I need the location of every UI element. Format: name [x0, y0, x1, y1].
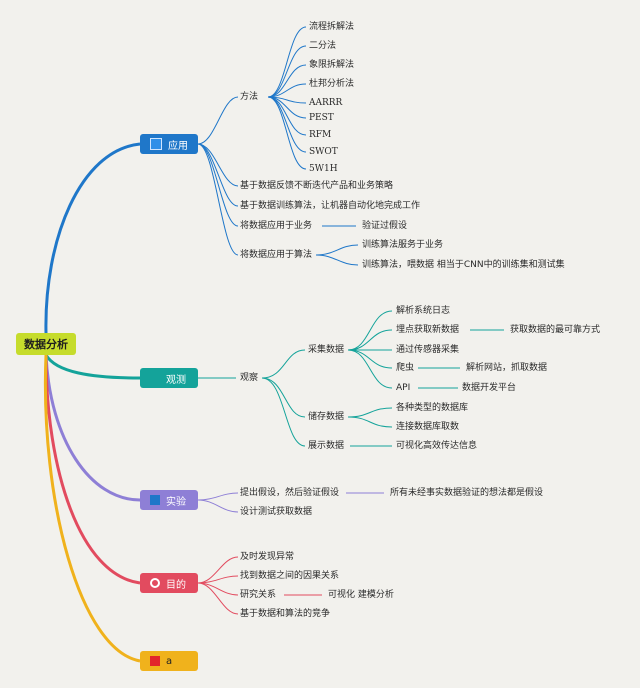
- image-icon: [150, 373, 160, 383]
- node-hypothesis[interactable]: 提出假设，然后验证假设: [240, 488, 340, 498]
- method-item[interactable]: RFM: [309, 130, 332, 140]
- store-item[interactable]: 各种类型的数据库: [396, 403, 469, 413]
- collect-item[interactable]: 埋点获取新数据: [396, 325, 460, 335]
- branch-apply[interactable]: 应用: [140, 134, 198, 154]
- branch-experiment[interactable]: 实验: [140, 490, 198, 510]
- node-design[interactable]: 设计测试获取数据: [240, 507, 313, 517]
- target-icon: [150, 578, 160, 588]
- branch-observe[interactable]: 观测: [140, 368, 198, 388]
- method-item[interactable]: AARRR: [309, 98, 343, 108]
- branch-last[interactable]: a: [140, 651, 198, 671]
- branch-label: 观测: [166, 374, 186, 386]
- method-item[interactable]: 二分法: [309, 41, 337, 51]
- node-reliable[interactable]: 获取数据的最可靠方式: [510, 325, 601, 335]
- branch-goal[interactable]: 目的: [140, 573, 198, 593]
- method-item[interactable]: PEST: [309, 113, 334, 123]
- node-anomaly[interactable]: 及时发现异常: [240, 552, 295, 562]
- collect-item[interactable]: 爬虫: [396, 363, 415, 373]
- method-item[interactable]: 象限拆解法: [309, 60, 355, 70]
- collect-item[interactable]: API: [396, 383, 411, 393]
- flag-icon: [150, 138, 162, 150]
- method-item[interactable]: 流程拆解法: [309, 22, 355, 32]
- node-show[interactable]: 展示数据: [308, 441, 345, 451]
- collect-item[interactable]: 解析系统日志: [396, 306, 451, 316]
- hypothesis-child[interactable]: 所有未经事实数据验证的想法都是假设: [390, 488, 544, 498]
- node-verify[interactable]: 验证过假设: [362, 221, 408, 231]
- node-compete[interactable]: 基于数据和算法的竞争: [240, 609, 331, 619]
- algo-child[interactable]: 训练算法，喂数据 相当于CNN中的训练集和测试集: [362, 260, 565, 270]
- show-item[interactable]: 可视化高效传达信息: [396, 441, 478, 451]
- collect-item[interactable]: 通过传感器采集: [396, 345, 460, 355]
- flag-icon: [150, 495, 160, 505]
- branch-label: 应用: [168, 140, 188, 152]
- root-node[interactable]: 数据分析: [16, 333, 76, 355]
- method-item[interactable]: 5W1H: [309, 164, 338, 174]
- node-collect[interactable]: 采集数据: [308, 345, 345, 355]
- research-child[interactable]: 可视化 建模分析: [328, 590, 394, 600]
- node-causal[interactable]: 找到数据之间的因果关系: [240, 571, 340, 581]
- branch-label: 实验: [166, 496, 186, 508]
- node-observe[interactable]: 观察: [240, 373, 259, 383]
- branch-label: a: [166, 655, 173, 667]
- node-feedback[interactable]: 基于数据反馈不断迭代产品和业务策略: [240, 181, 394, 191]
- branch-label: 目的: [166, 579, 186, 591]
- node-research[interactable]: 研究关系: [240, 590, 277, 600]
- store-item[interactable]: 连接数据库取数: [396, 422, 460, 432]
- node-algo[interactable]: 将数据应用于算法: [240, 250, 313, 260]
- root-label: 数据分析: [24, 338, 68, 351]
- method-item[interactable]: 杜邦分析法: [309, 79, 355, 89]
- node-crawler[interactable]: 解析网站，抓取数据: [466, 363, 548, 373]
- node-business[interactable]: 将数据应用于业务: [240, 221, 313, 231]
- node-method[interactable]: 方法: [240, 92, 259, 102]
- node-api[interactable]: 数据开发平台: [462, 383, 517, 393]
- method-item[interactable]: SWOT: [309, 147, 338, 157]
- node-store[interactable]: 储存数据: [308, 412, 345, 422]
- node-train[interactable]: 基于数据训练算法，让机器自动化地完成工作: [240, 201, 421, 211]
- algo-child[interactable]: 训练算法服务于业务: [362, 240, 444, 250]
- red-flag-icon: [150, 656, 160, 666]
